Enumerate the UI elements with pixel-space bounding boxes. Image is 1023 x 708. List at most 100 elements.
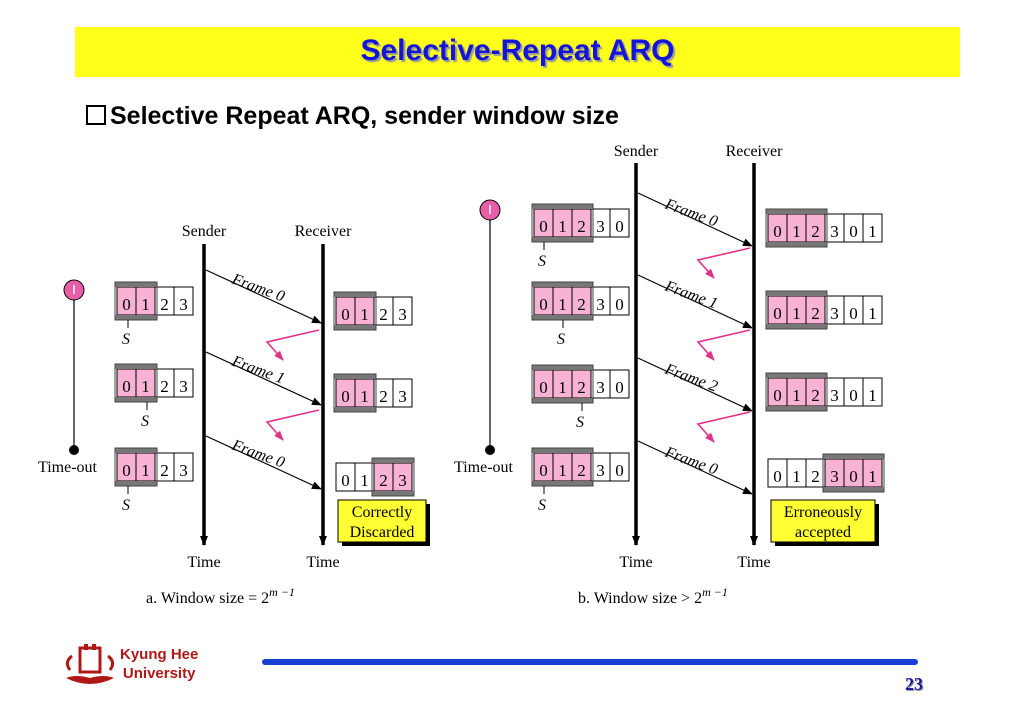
window-frame-top (766, 291, 827, 296)
window-frame-bottom (372, 491, 414, 496)
university-seal-icon (65, 644, 115, 684)
window-frame-bottom (115, 481, 157, 486)
window-cell-label: 1 (792, 467, 801, 486)
window-frame (765, 372, 828, 412)
window-cell-label: 0 (341, 305, 350, 324)
window-cell-label: 3 (830, 386, 839, 405)
window-frame-top (334, 374, 376, 379)
timeout-label: Time-out (454, 459, 514, 476)
window-cell (392, 378, 413, 408)
window-frame-top (766, 209, 827, 214)
window-cell-label: 1 (360, 471, 369, 490)
window-cell-label: 3 (398, 305, 407, 324)
window-cell (392, 296, 413, 326)
window-cell (609, 452, 630, 482)
university-name: Kyung Hee University (120, 645, 198, 683)
window-cell-label: 1 (360, 305, 369, 324)
window-frame-top (115, 364, 157, 369)
window-cell-label: 3 (830, 467, 839, 486)
window-cell-label: 1 (558, 217, 567, 236)
window-frame-top (532, 365, 593, 370)
window-cell-label: 1 (792, 304, 801, 323)
pointer-s-label: S (576, 414, 584, 431)
window-cell-label: 2 (379, 387, 388, 406)
window-frame-bottom (334, 325, 376, 330)
window-cell-label: 0 (539, 217, 548, 236)
frame-arrow (637, 357, 753, 412)
timer-end-dot (69, 445, 79, 455)
window-cell (862, 213, 883, 243)
window-frame-bottom (115, 397, 157, 402)
window-cell-label: 3 (596, 461, 605, 480)
timeout-label: Time-out (38, 459, 98, 476)
window-frame-top (115, 448, 157, 453)
window-cell-label: 0 (849, 386, 858, 405)
caption-b-exponent: m −1 (702, 585, 728, 599)
window-cell-label: 3 (596, 378, 605, 397)
window-frame-bottom (115, 315, 157, 320)
window-cell-label: 0 (615, 217, 624, 236)
window-frame (114, 363, 158, 403)
slide-title: Selective-Repeat ARQ (360, 34, 675, 67)
time-label: Time (187, 554, 220, 571)
window-cell-label: 2 (379, 471, 388, 490)
window-cell-label: 0 (773, 222, 782, 241)
frame-arrow (637, 274, 753, 329)
frame-label: Frame 0 (229, 436, 287, 471)
university-name-line2: University (122, 665, 196, 682)
window-cell-label: 1 (141, 295, 150, 314)
window-cell-label: 0 (849, 222, 858, 241)
window-cell-label: 1 (868, 304, 877, 323)
frame-label: Frame 1 (229, 352, 287, 387)
window-frame-top (823, 454, 884, 459)
window-cell-label: 0 (539, 378, 548, 397)
frame-label: Frame 1 (662, 277, 720, 312)
window-cell-label: 2 (811, 304, 820, 323)
window-frame-top (372, 458, 414, 463)
page-number: 23 (905, 674, 923, 694)
window-frame (371, 457, 415, 497)
frame-arrow (205, 435, 322, 490)
window-frame-bottom (334, 407, 376, 412)
window-frame-bottom (823, 487, 884, 492)
window-cell-label: 1 (558, 461, 567, 480)
pointer-s-label: S (122, 497, 130, 514)
window-cell-label: 1 (792, 386, 801, 405)
window-frame-top (532, 448, 593, 453)
window-frame-bottom (532, 237, 593, 242)
note-line: Discarded (350, 524, 415, 541)
window-cell-label: 3 (179, 295, 188, 314)
window-cell (862, 377, 883, 407)
window-frame-bottom (532, 398, 593, 403)
window-cell-label: 1 (141, 377, 150, 396)
frame-label: Frame 0 (662, 443, 720, 478)
window-cell-label: 0 (122, 461, 131, 480)
window-frame-bottom (532, 315, 593, 320)
footer-divider (262, 659, 918, 665)
checkbox-bullet-icon (86, 105, 106, 125)
window-cell-label: 2 (577, 461, 586, 480)
caption-a-exponent: m −1 (269, 585, 295, 599)
window-frame-top (766, 373, 827, 378)
timer-end-dot (485, 445, 495, 455)
window-cell-label: 2 (160, 461, 169, 480)
bullet-heading: Selective Repeat ARQ, sender window size (86, 102, 619, 131)
window-cell-label: 1 (360, 387, 369, 406)
caption-b: b. Window size > 2m −1 (578, 585, 728, 607)
window-cell (862, 295, 883, 325)
window-frame-bottom (766, 242, 827, 247)
window-cell-label: 3 (179, 461, 188, 480)
time-label: Time (306, 554, 339, 571)
window-cell-label: 3 (596, 217, 605, 236)
window-frame-bottom (532, 481, 593, 486)
window-cell-label: 3 (398, 387, 407, 406)
window-cell (173, 452, 194, 482)
university-name-line1: Kyung Hee (120, 646, 199, 663)
